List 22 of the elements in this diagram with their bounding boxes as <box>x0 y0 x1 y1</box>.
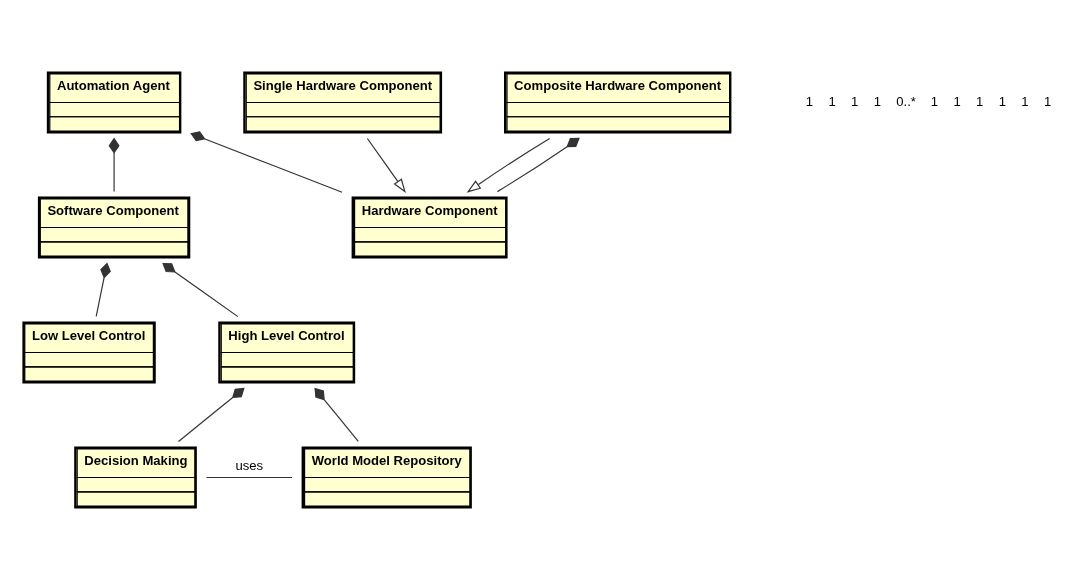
connector <box>205 476 293 479</box>
label: 1 <box>976 93 984 109</box>
connector <box>496 137 580 193</box>
connector <box>162 262 239 318</box>
label: 1 <box>953 93 961 109</box>
connector <box>314 387 359 443</box>
connector <box>108 137 120 192</box>
label: 1 <box>1021 93 1029 109</box>
label: 1 <box>873 93 881 109</box>
label: 1 <box>851 93 859 109</box>
arrow <box>366 137 406 193</box>
arrow <box>466 137 551 193</box>
connector <box>190 131 343 193</box>
label: 1 <box>998 93 1006 109</box>
label: 0..* <box>896 93 916 109</box>
label: 1 <box>828 93 836 109</box>
edge-label: uses <box>235 458 264 474</box>
label: 1 <box>1043 93 1052 109</box>
label: 1 <box>805 93 814 109</box>
connector <box>177 387 245 443</box>
label: 1 <box>930 93 939 109</box>
connector <box>95 262 111 317</box>
